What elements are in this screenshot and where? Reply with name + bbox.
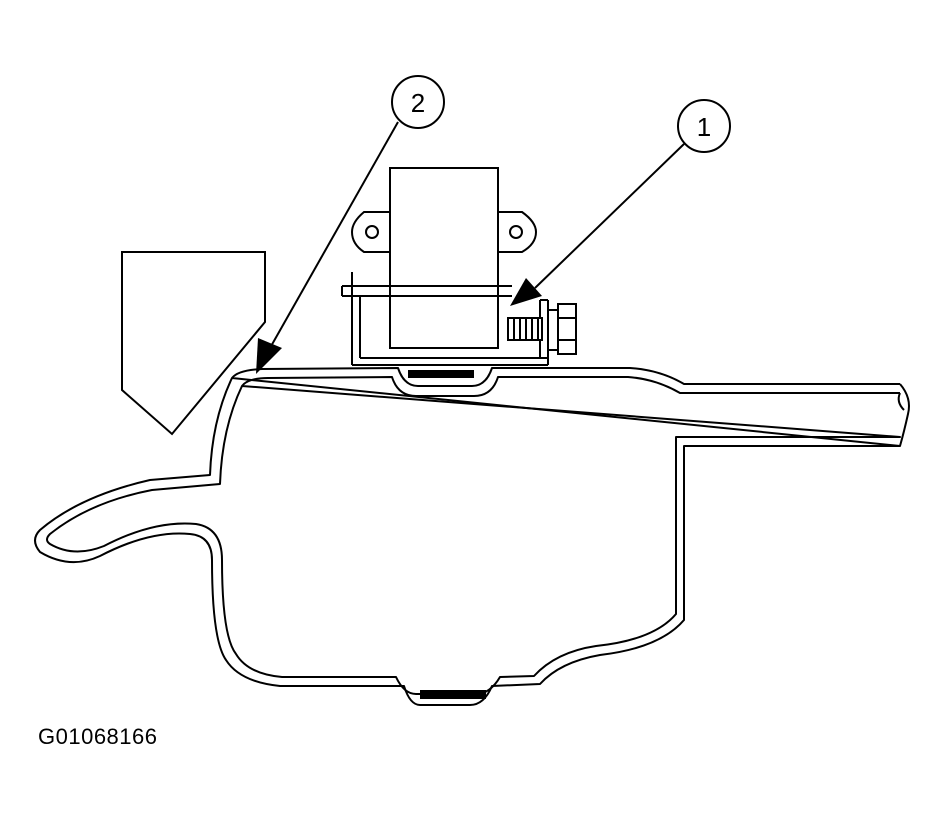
pipe-end-inner <box>897 392 905 411</box>
main-housing <box>34 367 901 706</box>
callout-2: 2 <box>256 75 445 374</box>
callout-1: 1 <box>510 99 731 306</box>
callout-1-label: 1 <box>697 112 711 142</box>
callout-2-label: 2 <box>411 88 425 118</box>
bottom-pad <box>420 690 486 699</box>
mounting-bolt <box>507 303 577 355</box>
pentagon-block <box>121 251 266 436</box>
pipe-end <box>899 383 910 447</box>
relay-module <box>350 167 538 349</box>
top-pad <box>408 370 474 378</box>
callout-2-arrowhead <box>256 338 282 374</box>
callout-1-arrowhead <box>510 278 542 306</box>
figure-id: G01068166 <box>38 724 158 749</box>
